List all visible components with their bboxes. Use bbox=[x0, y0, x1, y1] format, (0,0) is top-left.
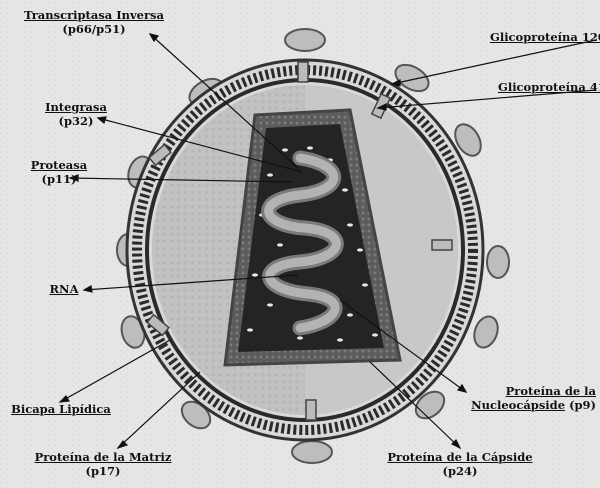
label-nucleocapside-line2: Nucleocápside bbox=[471, 398, 565, 412]
label-transcriptasa-name: Transcriptasa Inversa bbox=[14, 8, 174, 22]
label-bicapa-name: Bicapa Lipídica bbox=[6, 402, 116, 416]
label-glicoproteina-120: Glicoproteína 120 bbox=[490, 30, 600, 44]
label-matriz-code: (p17) bbox=[28, 464, 178, 478]
label-integrasa-code: (p32) bbox=[36, 114, 116, 128]
label-capside-name: Proteína de la Cápside bbox=[380, 450, 540, 464]
label-matriz-name: Proteína de la Matriz bbox=[28, 450, 178, 464]
label-proteina-matriz: Proteína de la Matriz (p17) bbox=[28, 450, 178, 478]
label-transcriptasa-code: (p66/p51) bbox=[14, 22, 174, 36]
label-gp41-name: Glicoproteína 41 bbox=[498, 80, 600, 94]
label-proteasa-code: (p11) bbox=[24, 172, 94, 186]
label-proteasa: Proteasa (p11) bbox=[24, 158, 94, 186]
label-nucleocapside-code: (p9) bbox=[569, 398, 596, 412]
label-proteina-nucleocapside: Proteína de la Nucleocápside (p9) bbox=[460, 384, 596, 412]
label-proteina-capside: Proteína de la Cápside (p24) bbox=[380, 450, 540, 478]
label-capside-code: (p24) bbox=[380, 464, 540, 478]
label-integrasa: Integrasa (p32) bbox=[36, 100, 116, 128]
label-nucleocapside-line2-row: Nucleocápside (p9) bbox=[460, 398, 596, 412]
label-transcriptasa-inversa: Transcriptasa Inversa (p66/p51) bbox=[14, 8, 174, 36]
label-nucleocapside-line1: Proteína de la bbox=[460, 384, 596, 398]
label-rna: RNA bbox=[44, 282, 84, 296]
label-integrasa-name: Integrasa bbox=[36, 100, 116, 114]
label-rna-name: RNA bbox=[44, 282, 84, 296]
label-gp120-name: Glicoproteína 120 bbox=[490, 30, 600, 44]
label-proteasa-name: Proteasa bbox=[24, 158, 94, 172]
label-bicapa-lipidica: Bicapa Lipídica bbox=[6, 402, 116, 416]
label-glicoproteina-41: Glicoproteína 41 bbox=[498, 80, 600, 94]
